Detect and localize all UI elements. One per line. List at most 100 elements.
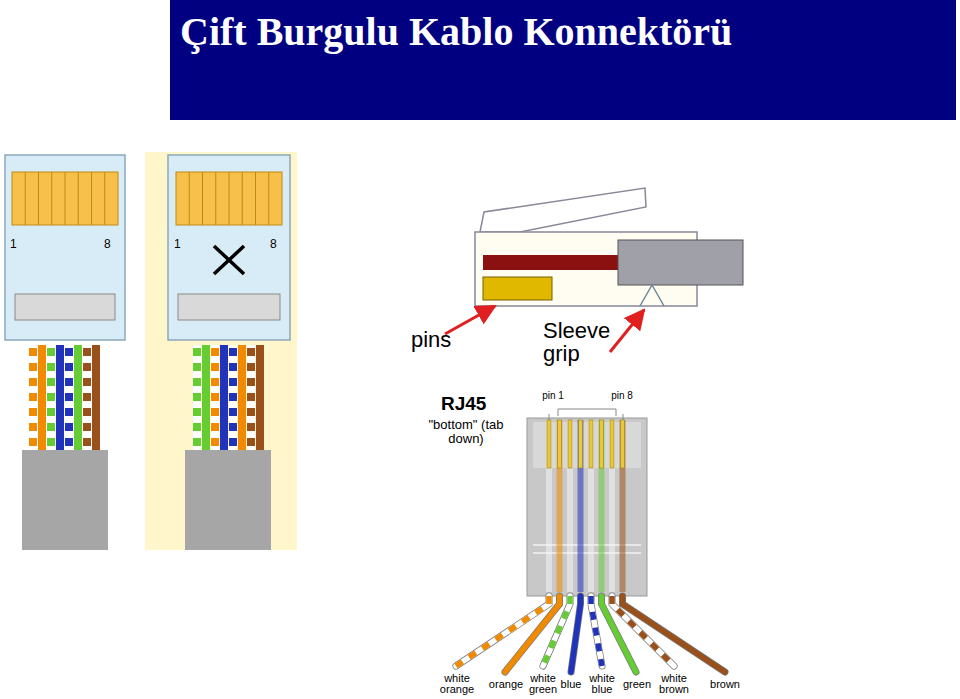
stroke (599, 420, 605, 592)
part-name: pins (411, 328, 471, 351)
stroke (211, 378, 219, 386)
stroke (65, 363, 73, 371)
stroke (505, 596, 560, 672)
stroke (620, 420, 626, 592)
stroke (65, 348, 73, 356)
stroke (211, 423, 219, 431)
stroke (621, 420, 625, 468)
pin-number: 1 (10, 238, 26, 251)
stroke (505, 596, 560, 672)
stroke (29, 348, 37, 356)
stroke (29, 363, 37, 371)
stroke (65, 438, 73, 446)
stroke (78, 172, 79, 225)
stroke (547, 420, 551, 468)
pin-number: 1 (174, 238, 190, 251)
stroke (47, 393, 55, 401)
stroke (29, 408, 37, 416)
wire-color: orange (483, 679, 529, 691)
stroke (47, 408, 55, 416)
stroke (247, 345, 255, 450)
stroke (546, 420, 552, 592)
stroke (193, 345, 201, 450)
stroke (65, 393, 73, 401)
stroke (571, 596, 581, 672)
stroke (229, 393, 237, 401)
stroke (543, 596, 570, 666)
stroke (215, 172, 216, 225)
stroke (83, 378, 91, 386)
stroke (543, 596, 570, 666)
stroke (47, 438, 55, 446)
stroke (255, 172, 256, 225)
stroke (193, 348, 201, 356)
wire-color: blue (556, 679, 586, 691)
stroke (211, 345, 219, 450)
stroke (567, 420, 573, 592)
stroke (47, 348, 55, 356)
stroke (247, 348, 255, 356)
stroke (247, 423, 255, 431)
stroke (29, 378, 37, 386)
pin-name: pin 8 (607, 391, 637, 402)
stroke (238, 345, 246, 450)
stroke (29, 345, 37, 450)
stroke (29, 438, 37, 446)
stroke (91, 172, 92, 225)
wire-color: white orange (433, 673, 481, 696)
stroke (38, 172, 39, 225)
stroke (211, 348, 219, 356)
stroke (247, 408, 255, 416)
view-name: RJ45 (441, 394, 511, 414)
part-name: Sleeve grip (543, 319, 633, 365)
stroke (29, 393, 37, 401)
stroke (229, 363, 237, 371)
pin-number: 8 (270, 238, 286, 251)
stroke (211, 408, 219, 416)
stroke (193, 438, 201, 446)
wire-color: white brown (653, 673, 695, 696)
stroke (211, 438, 219, 446)
stroke (83, 423, 91, 431)
stroke (610, 420, 614, 468)
rj45-crossover (168, 155, 290, 550)
stroke (568, 420, 572, 468)
stroke (609, 420, 615, 592)
stroke (83, 345, 91, 450)
stroke (202, 172, 203, 225)
stroke (65, 408, 73, 416)
stroke (202, 345, 210, 450)
leader-arrow (445, 306, 495, 334)
stroke (623, 596, 726, 672)
stroke (229, 378, 237, 386)
stroke (56, 345, 64, 450)
stroke (193, 423, 201, 431)
stroke (83, 393, 91, 401)
stroke (571, 596, 581, 672)
stroke (47, 363, 55, 371)
view-note: "bottom" (tab down) (426, 418, 506, 445)
stroke (104, 172, 105, 225)
stroke (247, 393, 255, 401)
stroke (25, 172, 26, 225)
stroke (65, 378, 73, 386)
stroke (558, 420, 562, 468)
leader-arrow (610, 310, 644, 352)
wire-color: green (618, 679, 656, 691)
wire-color: white blue (582, 673, 622, 696)
cross-symbol (214, 246, 244, 274)
stroke (229, 345, 237, 450)
stroke (65, 423, 73, 431)
stroke (256, 345, 264, 450)
stroke (47, 345, 55, 450)
stroke (229, 423, 237, 431)
slide-title: Çift Burgulu Kablo Konnektörü (180, 8, 732, 56)
stroke (193, 363, 201, 371)
rj45-straight (5, 155, 125, 550)
stroke (557, 420, 563, 592)
pin-name: pin 1 (538, 391, 568, 402)
stroke (268, 172, 269, 225)
stroke (193, 408, 201, 416)
